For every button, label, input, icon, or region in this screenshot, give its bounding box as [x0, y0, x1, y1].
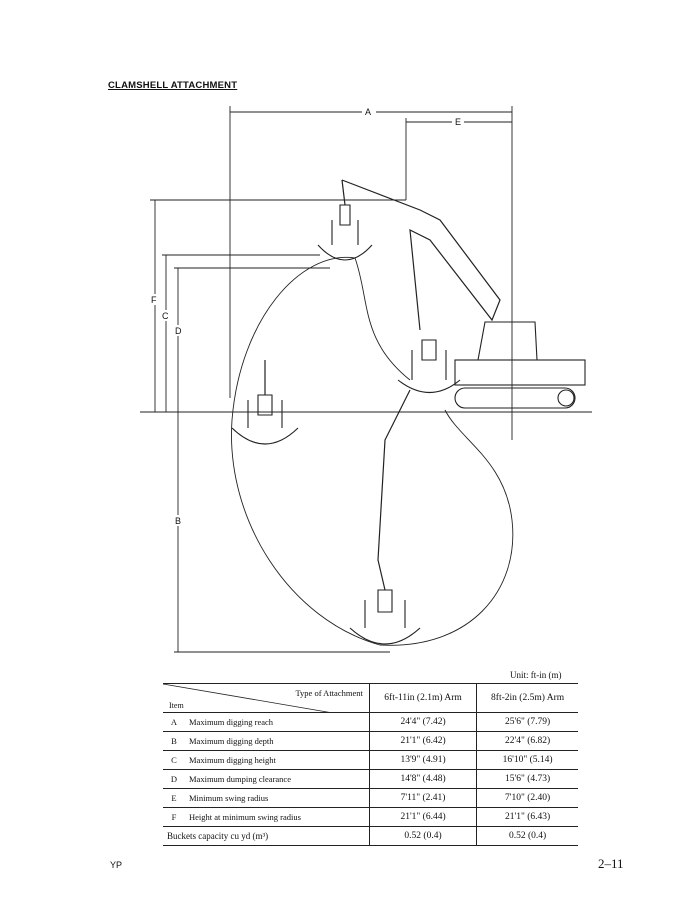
footer-code: YP: [110, 860, 123, 870]
row-key: C: [163, 750, 185, 770]
label-a: A: [365, 107, 371, 117]
row-value-arm-1: 21'1" (6.42): [368, 731, 477, 751]
row-value-arm-1: 7'11" (2.41): [368, 788, 477, 808]
row-value-arm-1: 14'8" (4.48): [368, 769, 477, 789]
row-label: Maximum digging depth: [185, 731, 370, 751]
row-key: A: [163, 712, 185, 732]
row-label: Buckets capacity cu yd (m³): [163, 826, 370, 846]
row-value-arm-2: 7'10" (2.40): [476, 788, 578, 808]
dimension-e: [405, 118, 512, 200]
header-item: Item: [169, 701, 184, 710]
digging-envelope: [231, 256, 514, 646]
row-value-arm-1: 13'9" (4.91): [368, 750, 477, 770]
row-key: D: [163, 769, 185, 789]
page-number: 2–11: [598, 856, 624, 871]
row-value-arm-1: 24'4" (7.42): [368, 712, 477, 732]
row-label: Minimum swing radius: [185, 788, 370, 808]
row-value-arm-1: 21'1" (6.44): [368, 807, 477, 827]
clamshell-bucket: [231, 394, 299, 445]
label-d: D: [175, 326, 182, 336]
label-b: B: [175, 516, 181, 526]
row-label: Maximum digging height: [185, 750, 370, 770]
row-value-arm-2: 25'6" (7.79): [476, 712, 578, 732]
row-value-arm-2: 22'4" (6.82): [476, 731, 578, 751]
label-f: F: [151, 295, 157, 305]
row-label: Maximum digging reach: [185, 712, 370, 732]
specifications-table: Type of Attachment Item 6ft-11in (2.1m) …: [163, 683, 578, 846]
table-header-row: Type of Attachment Item 6ft-11in (2.1m) …: [163, 683, 578, 713]
row-key: E: [163, 788, 185, 808]
header-type-of-attachment: Type of Attachment: [295, 688, 363, 698]
unit-label: Unit: ft-in (m): [510, 670, 562, 680]
dimension-a: [229, 106, 513, 440]
clamshell-bucket: [397, 339, 461, 393]
excavator-body: [454, 321, 586, 409]
row-value-arm-2: 21'1" (6.43): [476, 807, 578, 827]
label-e: E: [455, 117, 461, 127]
clamshell-bucket: [349, 589, 421, 645]
row-value-arm-2: 16'10" (5.14): [476, 750, 578, 770]
column-header-arm-1: 6ft-11in (2.1m) Arm: [368, 683, 477, 713]
clamshell-bucket: [317, 204, 373, 261]
row-value-arm-2: 15'6" (4.73): [476, 769, 578, 789]
column-header-arm-2: 8ft-2in (2.5m) Arm: [476, 683, 578, 713]
row-label: Maximum dumping clearance: [185, 769, 370, 789]
clamshell-working-range-diagram: A E F C D B: [140, 106, 592, 653]
row-key: B: [163, 731, 185, 751]
row-key: F: [163, 807, 185, 827]
table-row-bucket-capacity: Buckets capacity cu yd (m³)0.52 (0.4)0.5…: [163, 826, 578, 846]
row-value-arm-1: 0.52 (0.4): [368, 826, 477, 846]
page-title: CLAMSHELL ATTACHMENT: [108, 80, 238, 91]
label-c: C: [162, 311, 169, 321]
row-value-arm-2: 0.52 (0.4): [476, 826, 578, 846]
row-label: Height at minimum swing radius: [185, 807, 370, 827]
